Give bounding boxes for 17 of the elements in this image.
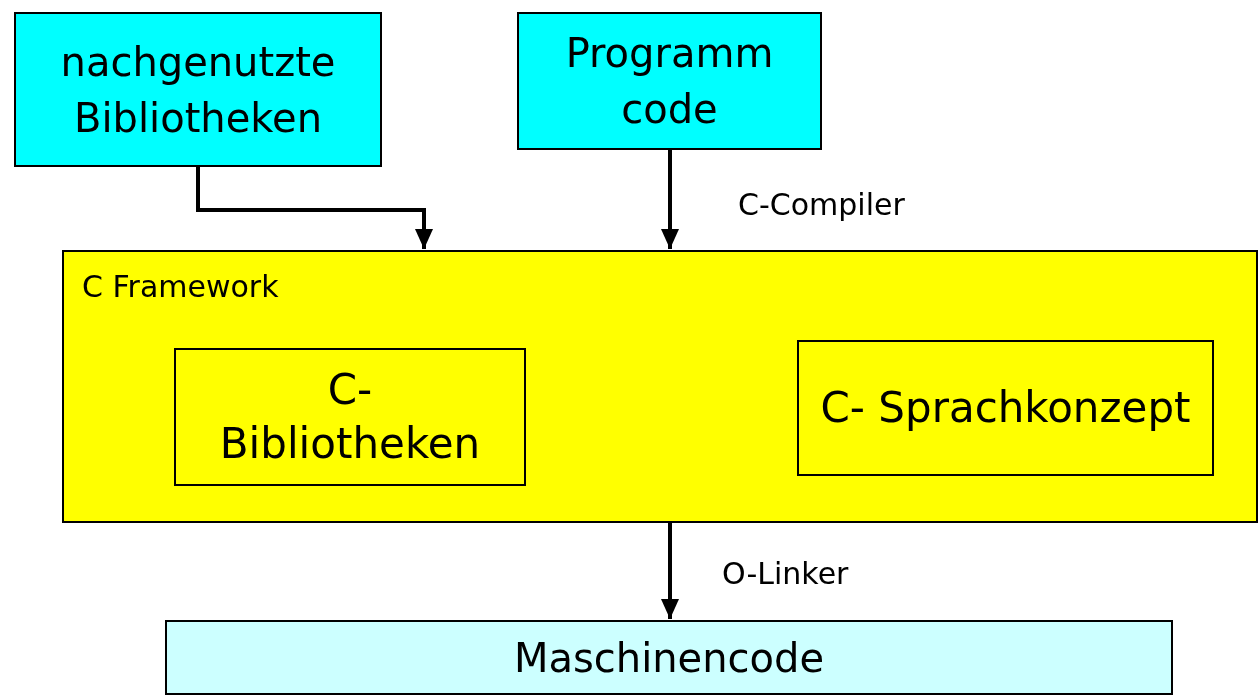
process-box [174,348,526,486]
process-box [797,340,1214,476]
box-label: nachgenutzte Bibliotheken [59,37,337,143]
box-label: C- Bibliotheken [218,364,482,470]
edge-label: C-Compiler [738,186,905,224]
arrow [196,167,433,249]
process-box [165,620,1173,695]
edge-label: O-Linker [722,555,849,593]
process-box [517,12,822,150]
box-label: Programm code [564,29,775,134]
arrow [661,523,679,619]
framework-box [62,250,1258,523]
process-box [14,12,382,167]
arrow [661,150,679,249]
box-label: C- Sprachkonzept [820,382,1191,434]
box-heading: C Framework [81,268,279,305]
box-label: Maschinencode [513,633,825,683]
